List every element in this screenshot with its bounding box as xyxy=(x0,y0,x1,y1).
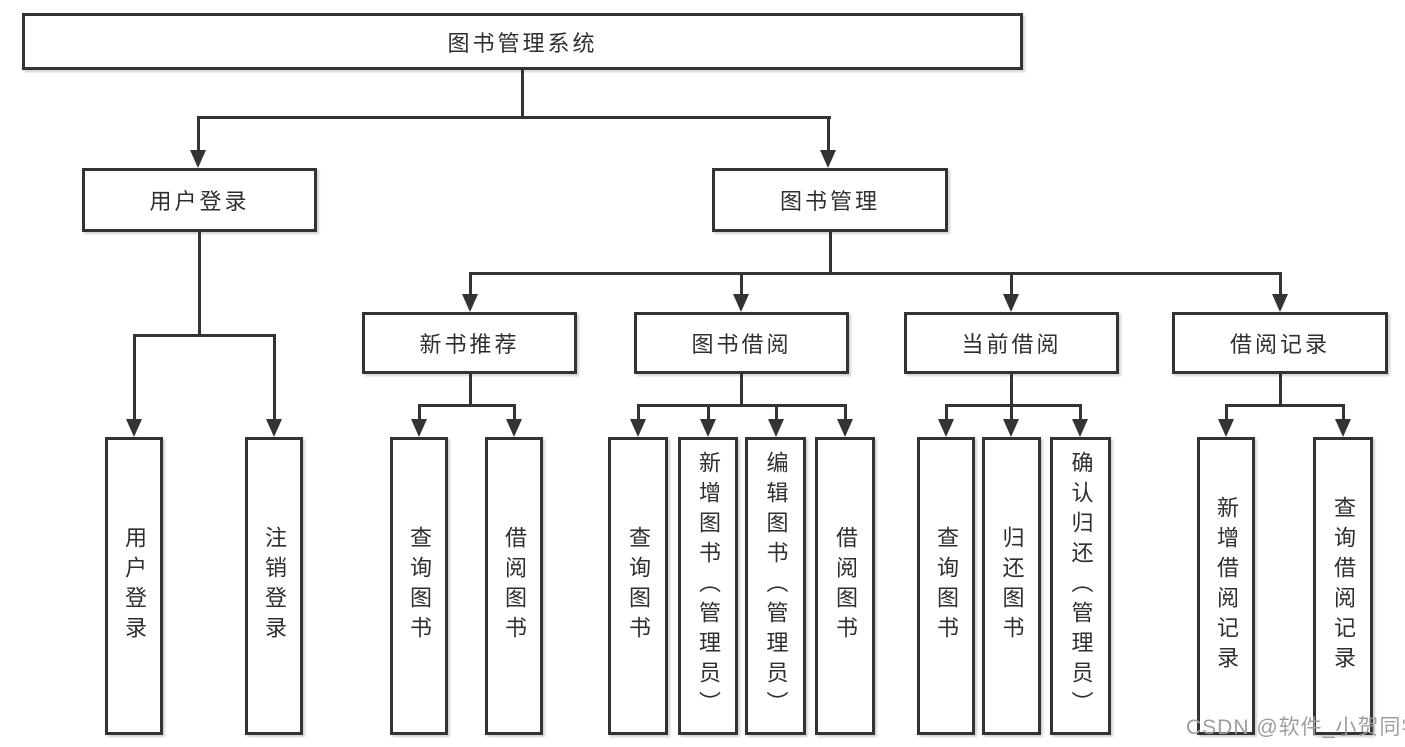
node-book-management: 图书管理 xyxy=(712,168,948,232)
arrow-down-icon xyxy=(411,419,427,437)
leaf-borrow-books-borrowing: 借阅图书 xyxy=(815,437,875,735)
node-label: 当前借阅 xyxy=(961,332,1062,357)
connector-line xyxy=(469,374,472,406)
node-label: 注销登录 xyxy=(262,526,287,646)
connector-line xyxy=(1279,374,1282,406)
connector-line xyxy=(844,404,847,421)
node-label: 新书推荐 xyxy=(419,332,520,357)
arrow-down-icon xyxy=(837,419,853,437)
arrow-down-icon xyxy=(126,419,142,437)
connector-line xyxy=(418,404,516,407)
arrow-down-icon xyxy=(506,419,522,437)
leaf-add-borrow-record: 新增借阅记录 xyxy=(1197,437,1255,735)
arrow-down-icon xyxy=(190,150,206,168)
node-label: 用户登录 xyxy=(149,189,250,214)
connector-line xyxy=(521,70,524,118)
node-label: 归还图书 xyxy=(999,526,1025,646)
node-book-borrowing: 图书借阅 xyxy=(634,312,849,374)
node-label: 新增图书（管理员） xyxy=(696,451,721,721)
node-label: 借阅图书 xyxy=(833,526,858,646)
connector-line xyxy=(1010,374,1013,406)
arrow-down-icon xyxy=(768,419,784,437)
arrow-down-icon xyxy=(1335,419,1351,437)
csdn-watermark: CSDN @软件_小贺同学 xyxy=(1186,716,1405,739)
leaf-borrow-books-recommend: 借阅图书 xyxy=(485,437,543,735)
connector-line xyxy=(513,404,516,421)
connector-line xyxy=(637,404,640,421)
node-label: 图书借阅 xyxy=(691,332,792,357)
connector-line xyxy=(827,116,830,152)
connector-line xyxy=(197,116,831,119)
connector-line xyxy=(1342,404,1345,421)
leaf-logout: 注销登录 xyxy=(245,437,303,735)
node-borrowing-records: 借阅记录 xyxy=(1172,312,1388,374)
connector-line xyxy=(740,374,743,406)
arrow-down-icon xyxy=(700,419,716,437)
connector-line xyxy=(1079,404,1082,421)
leaf-edit-books-admin: 编辑图书（管理员） xyxy=(745,437,806,735)
arrow-down-icon xyxy=(1072,419,1088,437)
arrow-down-icon xyxy=(462,294,478,312)
node-label: 借阅图书 xyxy=(502,526,527,646)
leaf-add-books-admin: 新增图书（管理员） xyxy=(678,437,738,735)
connector-line xyxy=(775,404,778,421)
node-label: 查询图书 xyxy=(934,526,959,646)
node-label: 图书管理系统 xyxy=(447,30,598,56)
node-label: 查询图书 xyxy=(407,526,432,646)
node-label: 借阅记录 xyxy=(1229,332,1330,357)
connector-line xyxy=(197,116,200,152)
node-label: 用户登录 xyxy=(122,526,147,646)
arrow-down-icon xyxy=(1003,419,1019,437)
node-label: 图书管理 xyxy=(779,189,880,214)
arrow-down-icon xyxy=(630,419,646,437)
leaf-query-books-recommend: 查询图书 xyxy=(390,437,448,735)
leaf-return-books: 归还图书 xyxy=(982,437,1041,735)
node-label: 查询借阅记录 xyxy=(1331,496,1356,676)
arrow-down-icon xyxy=(938,419,954,437)
connector-line xyxy=(198,232,201,336)
node-user-login: 用户登录 xyxy=(82,168,317,232)
arrow-down-icon xyxy=(1218,419,1234,437)
connector-line xyxy=(469,272,472,296)
connector-line xyxy=(829,232,832,274)
connector-line xyxy=(740,272,743,296)
connector-line xyxy=(1225,404,1345,407)
node-current-borrowing: 当前借阅 xyxy=(904,312,1119,374)
node-label: 查询图书 xyxy=(626,526,651,646)
arrow-down-icon xyxy=(820,150,836,168)
node-new-book-recommendation: 新书推荐 xyxy=(362,312,577,374)
leaf-query-borrow-record: 查询借阅记录 xyxy=(1313,437,1373,735)
connector-line xyxy=(1010,272,1013,296)
arrow-down-icon xyxy=(266,419,282,437)
arrow-down-icon xyxy=(733,294,749,312)
leaf-user-login: 用户登录 xyxy=(105,437,163,735)
connector-line xyxy=(637,404,847,407)
connector-line xyxy=(469,272,1282,275)
leaf-query-books-current: 查询图书 xyxy=(917,437,975,735)
leaf-confirm-return-admin: 确认归还（管理员） xyxy=(1050,437,1111,735)
arrow-down-icon xyxy=(1272,294,1288,312)
node-label: 编辑图书（管理员） xyxy=(763,451,789,721)
connector-line xyxy=(133,334,276,337)
connector-line xyxy=(1279,272,1282,296)
connector-line xyxy=(273,334,276,421)
connector-line xyxy=(1010,404,1013,421)
connector-line xyxy=(707,404,710,421)
node-label: 新增借阅记录 xyxy=(1214,496,1239,676)
connector-line xyxy=(133,334,136,421)
node-book-management-system: 图书管理系统 xyxy=(22,13,1023,70)
connector-line xyxy=(945,404,1082,407)
arrow-down-icon xyxy=(1003,294,1019,312)
leaf-query-books-borrowing: 查询图书 xyxy=(608,437,668,735)
connector-line xyxy=(418,404,421,421)
connector-line xyxy=(945,404,948,421)
node-label: 确认归还（管理员） xyxy=(1068,451,1094,721)
connector-line xyxy=(1225,404,1228,421)
